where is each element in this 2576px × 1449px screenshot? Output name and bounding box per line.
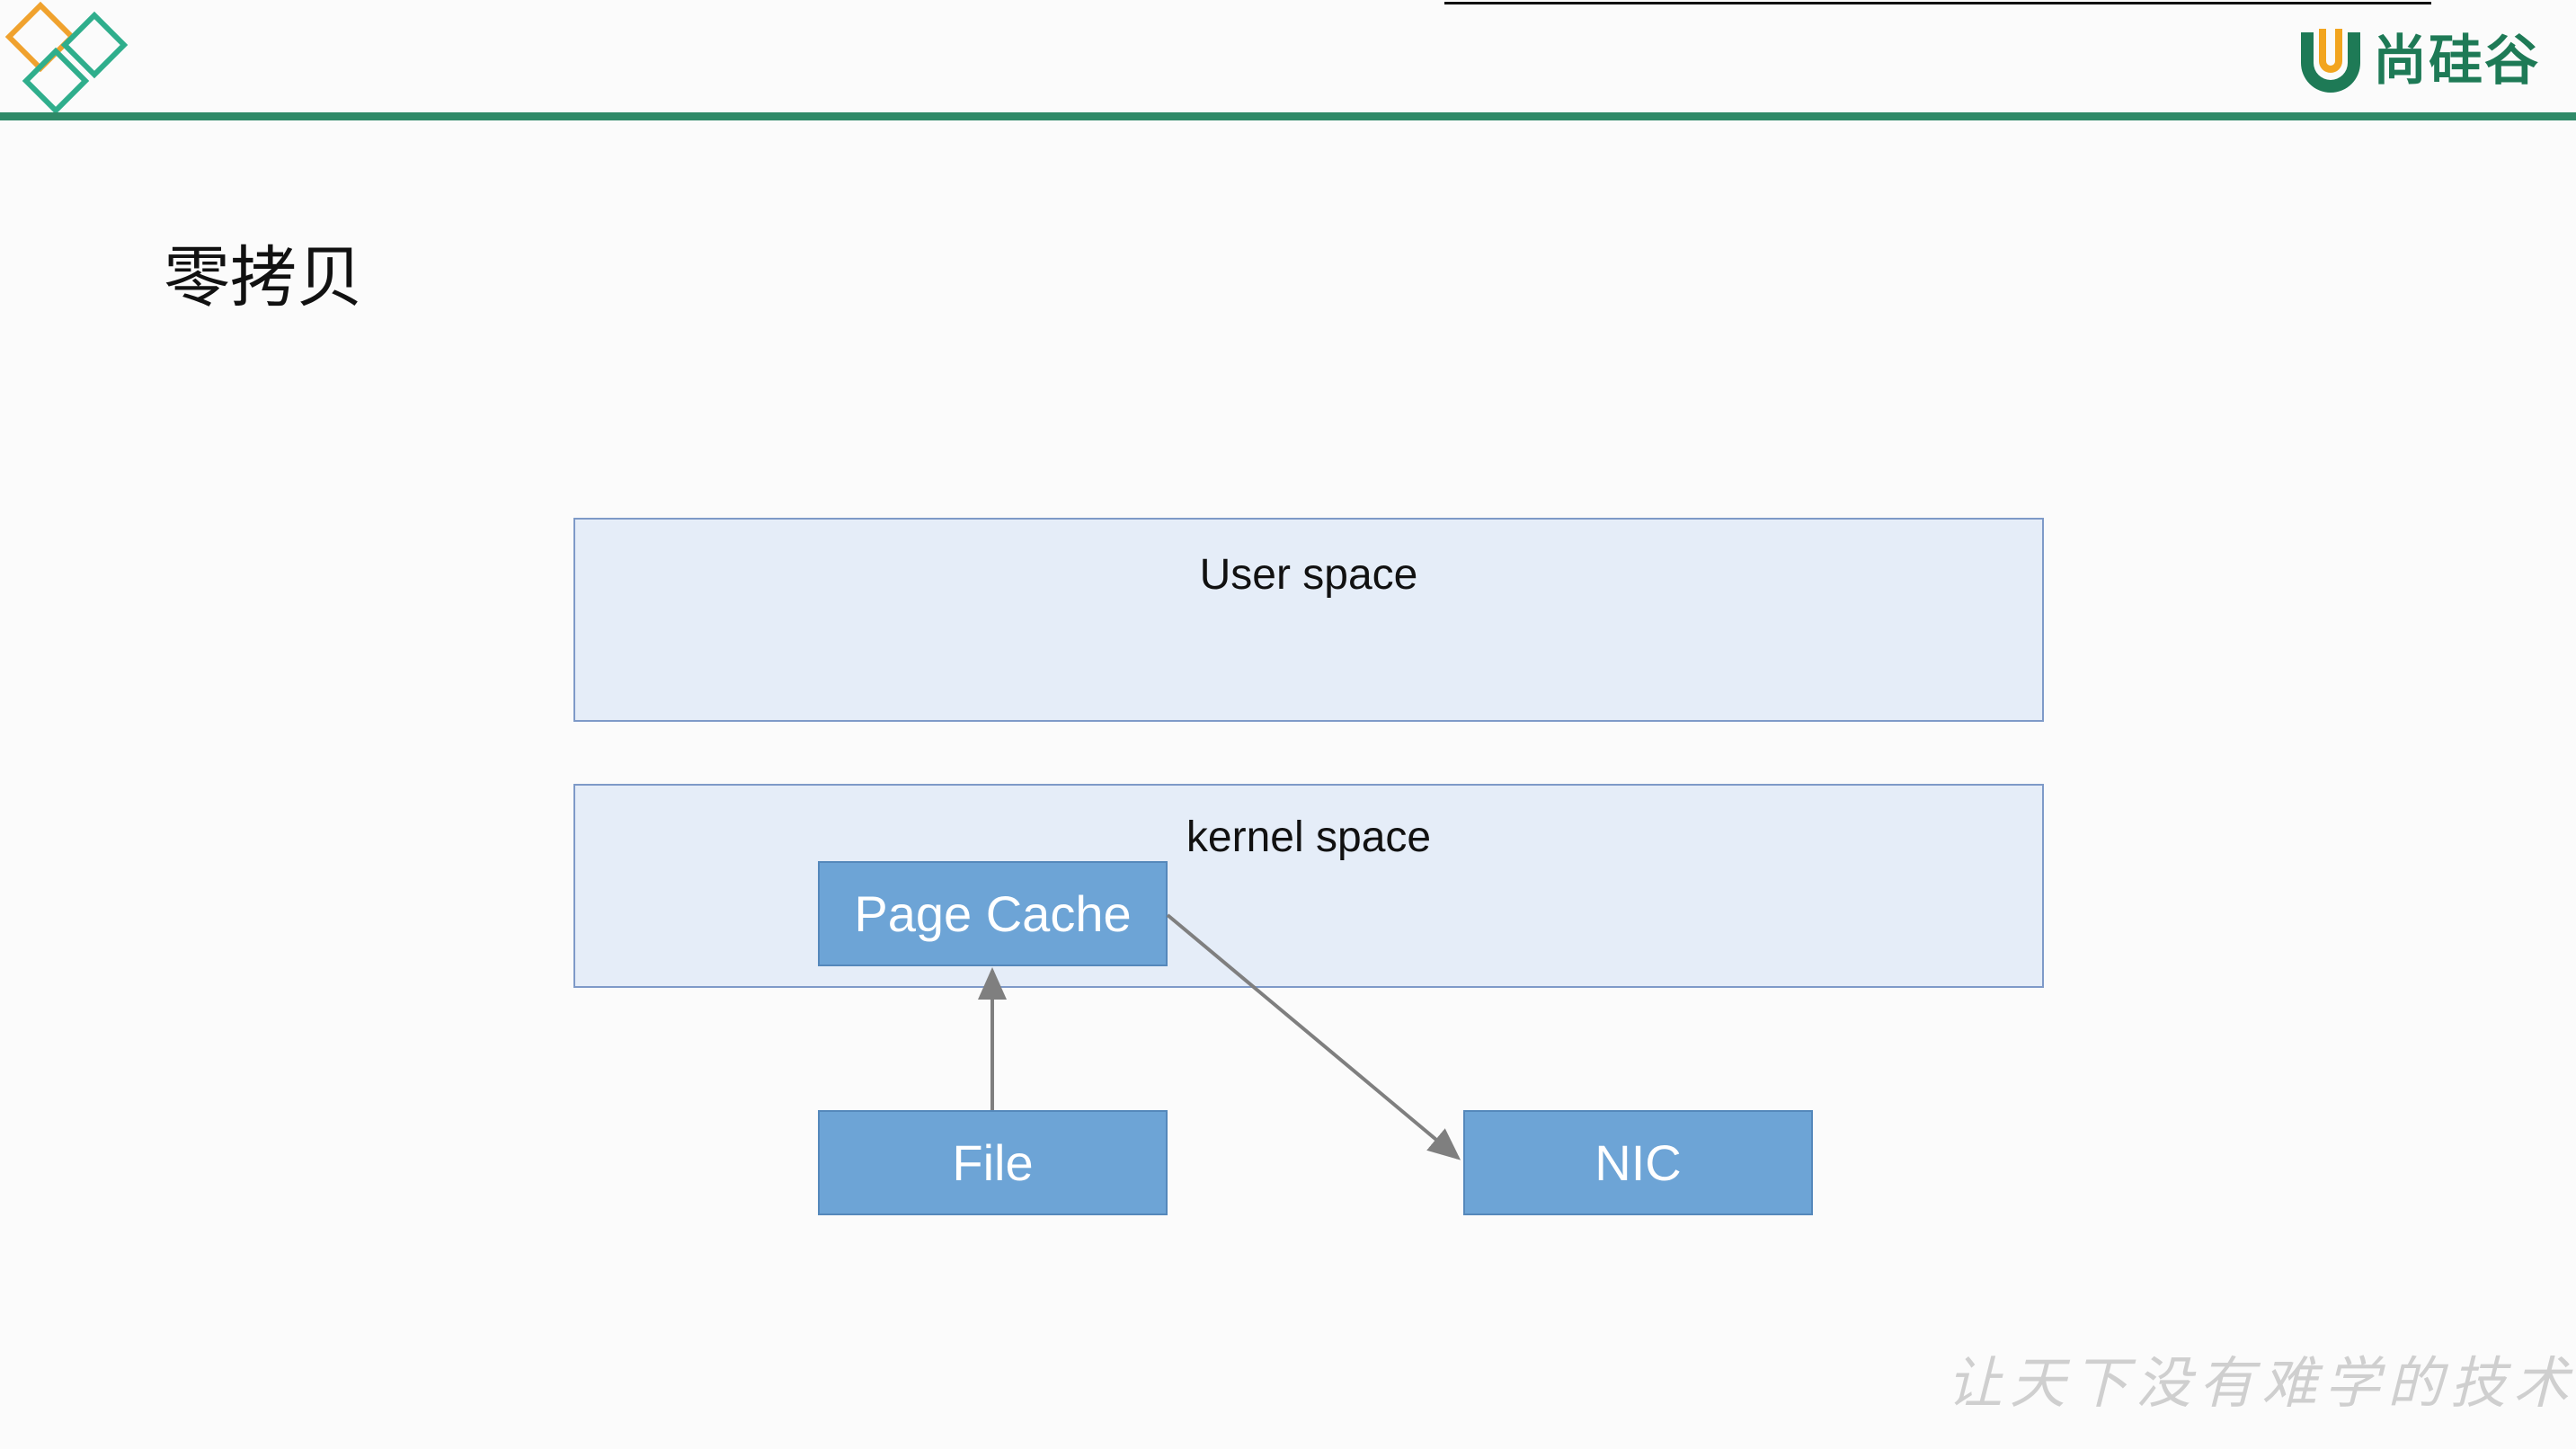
brand-logo: 尚硅谷 [2294,23,2540,99]
page-cache-node: Page Cache [818,861,1168,966]
kernel-space-region: kernel space [573,784,2044,988]
file-label: File [952,1134,1034,1191]
user-space-label: User space [1199,551,1418,599]
user-space-region: User space [573,518,2044,722]
watermark-slogan: 让天下没有难学的技术 [1947,1350,2576,1416]
kernel-space-label: kernel space [1186,813,1432,861]
page-cache-label: Page Cache [854,885,1132,942]
top-thin-line [1444,2,2431,4]
slide-title: 零拷贝 [164,239,363,316]
nic-label: NIC [1594,1134,1682,1191]
file-node: File [818,1110,1168,1215]
brand-name: 尚硅谷 [2373,30,2540,93]
nic-node: NIC [1463,1110,1813,1215]
header-rule [0,112,2576,120]
diamond-logo-icon [4,1,129,115]
brand-u-icon [2301,29,2360,93]
